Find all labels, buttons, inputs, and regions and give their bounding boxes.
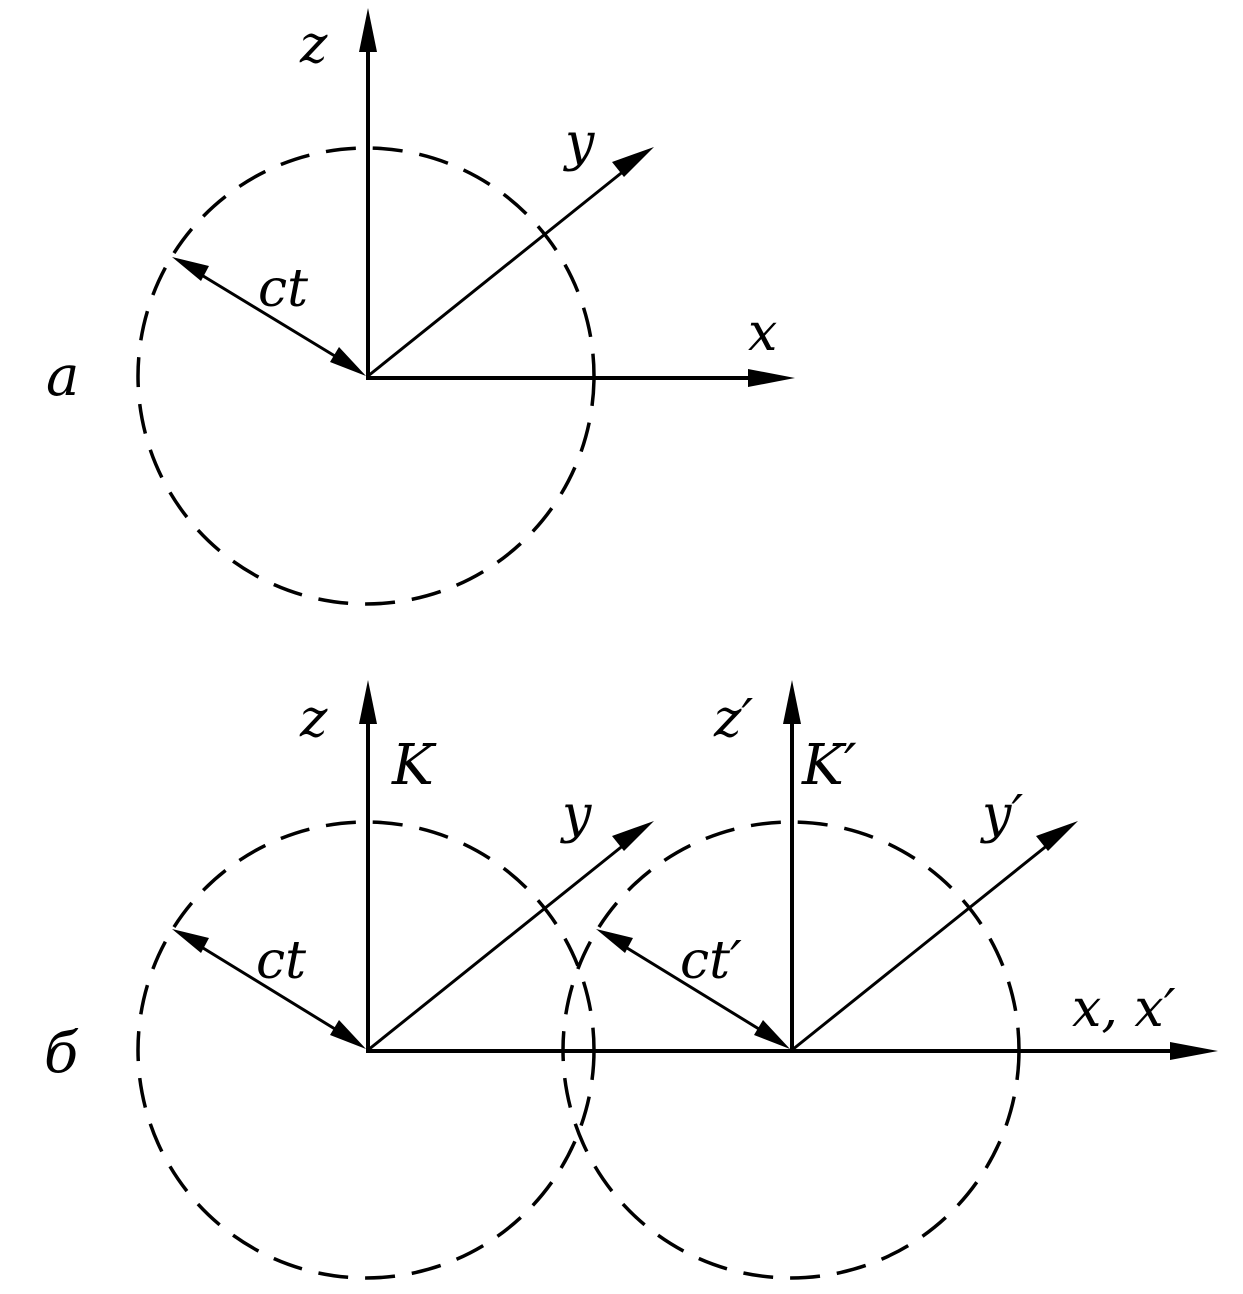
ct-arrowhead-inner-k-prime bbox=[754, 1020, 790, 1049]
y-arrowhead-a bbox=[612, 147, 654, 177]
y-axis-k-prime bbox=[791, 838, 1055, 1052]
panel-b: z K y ct z′ K′ y′ ct′ x, x′ б bbox=[44, 680, 1218, 1280]
ct-arrow-k bbox=[189, 938, 349, 1039]
panel-label-b: б bbox=[44, 1021, 79, 1086]
ct-arrowhead-inner-k bbox=[330, 1020, 366, 1049]
frame-k-prime: z′ K′ y′ ct′ bbox=[596, 680, 1078, 1052]
frame-label-k: K bbox=[391, 733, 437, 798]
y-label-a: y bbox=[563, 113, 595, 173]
z-label-a: z bbox=[299, 15, 328, 75]
y-label-k: y bbox=[560, 785, 592, 845]
ct-label-k: ct bbox=[256, 931, 306, 991]
ct-arrow-a bbox=[189, 266, 349, 366]
y-label-k-prime: y′ bbox=[980, 785, 1023, 845]
ct-arrowhead-outer-k-prime bbox=[596, 929, 633, 953]
z-arrowhead-a bbox=[359, 8, 377, 52]
y-arrowhead-k bbox=[612, 821, 654, 851]
frame-label-k-prime: K′ bbox=[801, 733, 857, 798]
panel-a: z y x ct a bbox=[46, 8, 795, 606]
z-label-k: z bbox=[299, 689, 328, 749]
ct-arrowhead-outer-k bbox=[172, 929, 209, 953]
ct-arrow-k-prime bbox=[613, 938, 773, 1039]
y-axis-k bbox=[367, 838, 631, 1052]
x-arrowhead-b bbox=[1170, 1042, 1218, 1060]
z-arrowhead-k-prime bbox=[783, 680, 801, 724]
y-arrowhead-k-prime bbox=[1036, 821, 1078, 851]
x-label-a: x bbox=[748, 303, 777, 363]
x-label-b: x, x′ bbox=[1072, 979, 1176, 1039]
z-label-k-prime: z′ bbox=[713, 689, 753, 749]
z-arrowhead-k bbox=[359, 680, 377, 724]
ct-arrowhead-outer-a bbox=[172, 257, 209, 281]
ct-label-a: ct bbox=[258, 259, 308, 319]
ct-arrowhead-inner-a bbox=[330, 347, 366, 376]
x-arrowhead-a bbox=[748, 369, 795, 387]
frame-k: z K y ct bbox=[172, 680, 654, 1052]
panel-label-a: a bbox=[46, 344, 79, 409]
ct-label-k-prime: ct′ bbox=[680, 931, 742, 991]
y-axis-a bbox=[367, 164, 631, 378]
